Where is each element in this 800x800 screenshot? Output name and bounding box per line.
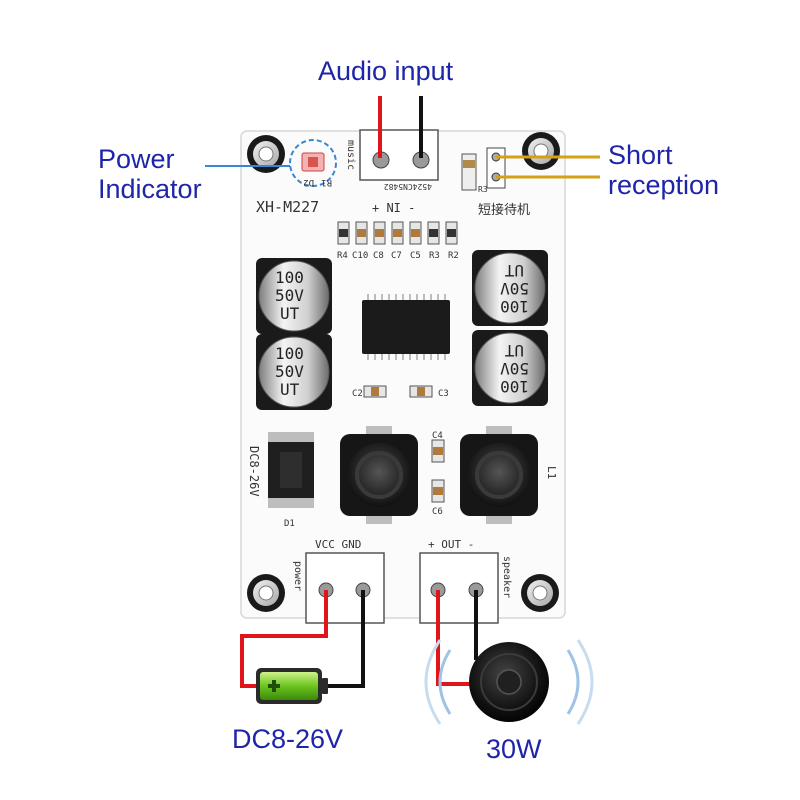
- audio-input-label: Audio input: [318, 56, 454, 86]
- ref-c5: C5: [410, 251, 421, 261]
- speaker-icon: [424, 639, 594, 725]
- mounting-hole-bottom-right: [521, 574, 559, 612]
- mounting-hole-bottom-left: [247, 574, 285, 612]
- speaker-power-label: 30W: [486, 734, 542, 764]
- short-reception-label: Short reception: [608, 140, 719, 200]
- ref-r4: R4: [337, 251, 348, 261]
- inductor-left: [340, 426, 418, 524]
- ref-c4: C4: [432, 431, 443, 441]
- jumper-resistor: [461, 153, 477, 191]
- cap-bl-brand: UT: [280, 380, 300, 399]
- power-terminal: [305, 552, 385, 624]
- cap-br-brand: UT: [504, 341, 524, 360]
- short-reception-label-line2: reception: [608, 170, 720, 200]
- capacitor-top-left: 100 50V UT: [256, 258, 332, 334]
- supply-voltage-label: DC8-26V: [232, 724, 344, 754]
- inductor-right: [460, 426, 538, 524]
- amplifier-ic: [362, 294, 450, 360]
- power-indicator-label: Power Indicator: [98, 144, 202, 204]
- cap-tr-value: 100: [500, 297, 529, 316]
- speaker-wire-positive: [436, 590, 480, 686]
- cap-tl-value: 100: [275, 268, 304, 287]
- board-dc-label: DC8-26V: [247, 446, 261, 497]
- mounting-hole-top-left: [247, 135, 285, 173]
- ref-c2: C2: [352, 389, 363, 399]
- capacitor-top-right: 100 50V UT: [472, 250, 548, 326]
- mounting-hole-top-right: [522, 132, 560, 170]
- cap-bl-voltage: 50V: [275, 362, 304, 381]
- power-wire-negative: [322, 590, 365, 688]
- input-polarity-label: + NI -: [372, 201, 415, 215]
- cap-bl-value: 100: [275, 344, 304, 363]
- ref-c10: C10: [352, 251, 368, 261]
- power-indicator-label-line1: Power: [98, 144, 175, 174]
- standby-label: 短接待机: [478, 202, 530, 218]
- power-header-label: VCC GND: [315, 538, 361, 551]
- out-header-label: + OUT -: [428, 538, 474, 551]
- ref-c7: C7: [391, 251, 402, 261]
- battery-icon: [256, 668, 328, 704]
- jumper-ref: R3: [478, 185, 488, 194]
- short-reception-label-line1: Short: [608, 140, 673, 170]
- music-label: music: [345, 140, 356, 170]
- board-model-label: XH-M227: [256, 198, 319, 216]
- power-side-label: power: [292, 561, 303, 591]
- cap-tr-brand: UT: [504, 261, 524, 280]
- cap-br-value: 100: [500, 377, 529, 396]
- ref-d1: D1: [284, 519, 295, 529]
- smd-component-row: [337, 221, 458, 245]
- out-side-label: speaker: [501, 556, 512, 598]
- power-indicator-label-line2: Indicator: [98, 174, 202, 204]
- cap-tl-brand: UT: [280, 304, 300, 323]
- ref-c8: C8: [373, 251, 384, 261]
- cap-br-voltage: 50V: [500, 359, 529, 378]
- capacitor-bottom-left: 100 50V UT: [256, 334, 332, 410]
- ref-r2: R2: [448, 251, 459, 261]
- ref-c6: C6: [432, 507, 443, 517]
- chip-text: 4524CN5482: [384, 182, 432, 191]
- cap-tl-voltage: 50V: [275, 286, 304, 305]
- ref-r3: R3: [429, 251, 440, 261]
- diode-d1: [268, 432, 314, 508]
- led-ref-r1: R1: [321, 177, 332, 187]
- capacitor-bottom-right: 100 50V UT: [472, 330, 548, 406]
- led-ref-d2: D2: [303, 177, 314, 187]
- ref-c3: C3: [438, 389, 449, 399]
- cap-tr-voltage: 50V: [500, 279, 529, 298]
- power-wire-positive: [240, 590, 328, 688]
- power-led-highlight: [289, 139, 337, 187]
- ref-l1: L1: [545, 466, 558, 479]
